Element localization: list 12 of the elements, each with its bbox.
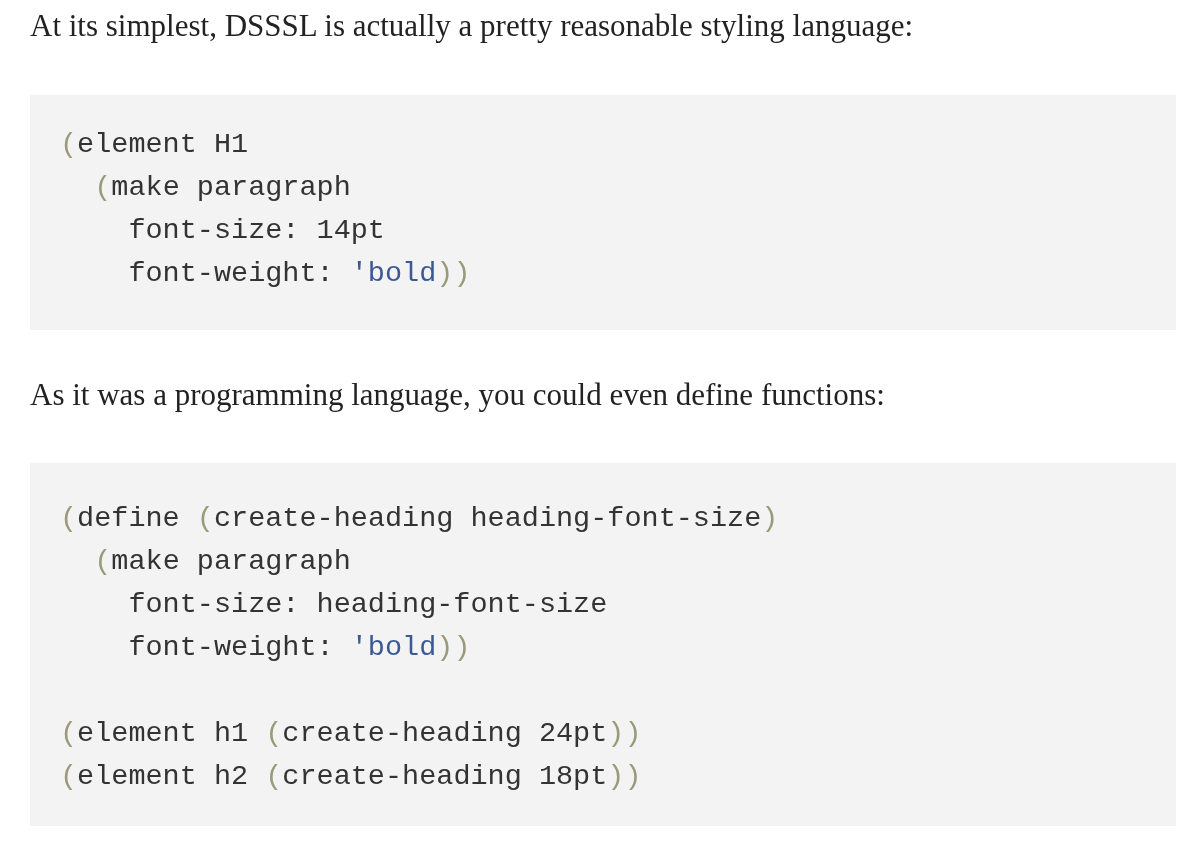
- code-line: font-weight: 'bold)): [127, 256, 471, 292]
- code-line: font-size: 14pt: [127, 213, 385, 249]
- paragraph-text: At its simplest, DSSSL is actually a pretty reasonable styling language:: [30, 8, 914, 44]
- code-line: (element H1: [60, 127, 249, 163]
- code-line: (make paragraph: [93, 544, 351, 580]
- code-line: (element h2 (create-heading 18pt)): [60, 759, 642, 795]
- code-line: font-size: heading-font-size: [127, 587, 608, 623]
- code-line: (define (create-heading heading-font-size): [60, 501, 779, 537]
- code-line: (make paragraph: [93, 170, 351, 206]
- code-line: font-weight: 'bold)): [127, 630, 471, 666]
- code-line: (element h1 (create-heading 24pt)): [60, 716, 642, 752]
- paragraph-text: As it was a programming language, you could even define functions:: [30, 377, 885, 413]
